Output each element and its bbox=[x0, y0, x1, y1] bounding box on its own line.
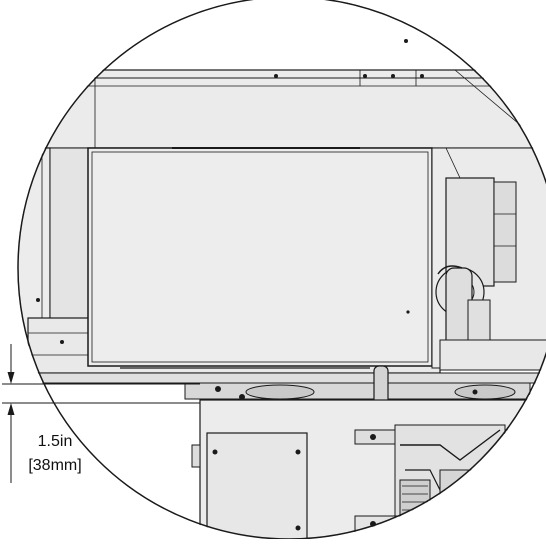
front-panel bbox=[87, 147, 433, 369]
height-dimension: 1.5in [38mm] bbox=[2, 344, 200, 483]
right-assembly bbox=[431, 147, 546, 371]
dimension-label-imperial: 1.5in bbox=[38, 433, 73, 450]
arrowhead-down bbox=[7, 372, 15, 384]
arrowhead-up bbox=[7, 403, 15, 415]
dimension-label-metric: [38mm] bbox=[28, 457, 81, 474]
base-rail bbox=[19, 365, 546, 407]
upper-housing bbox=[19, 39, 546, 151]
lower-cabinet bbox=[191, 399, 546, 540]
